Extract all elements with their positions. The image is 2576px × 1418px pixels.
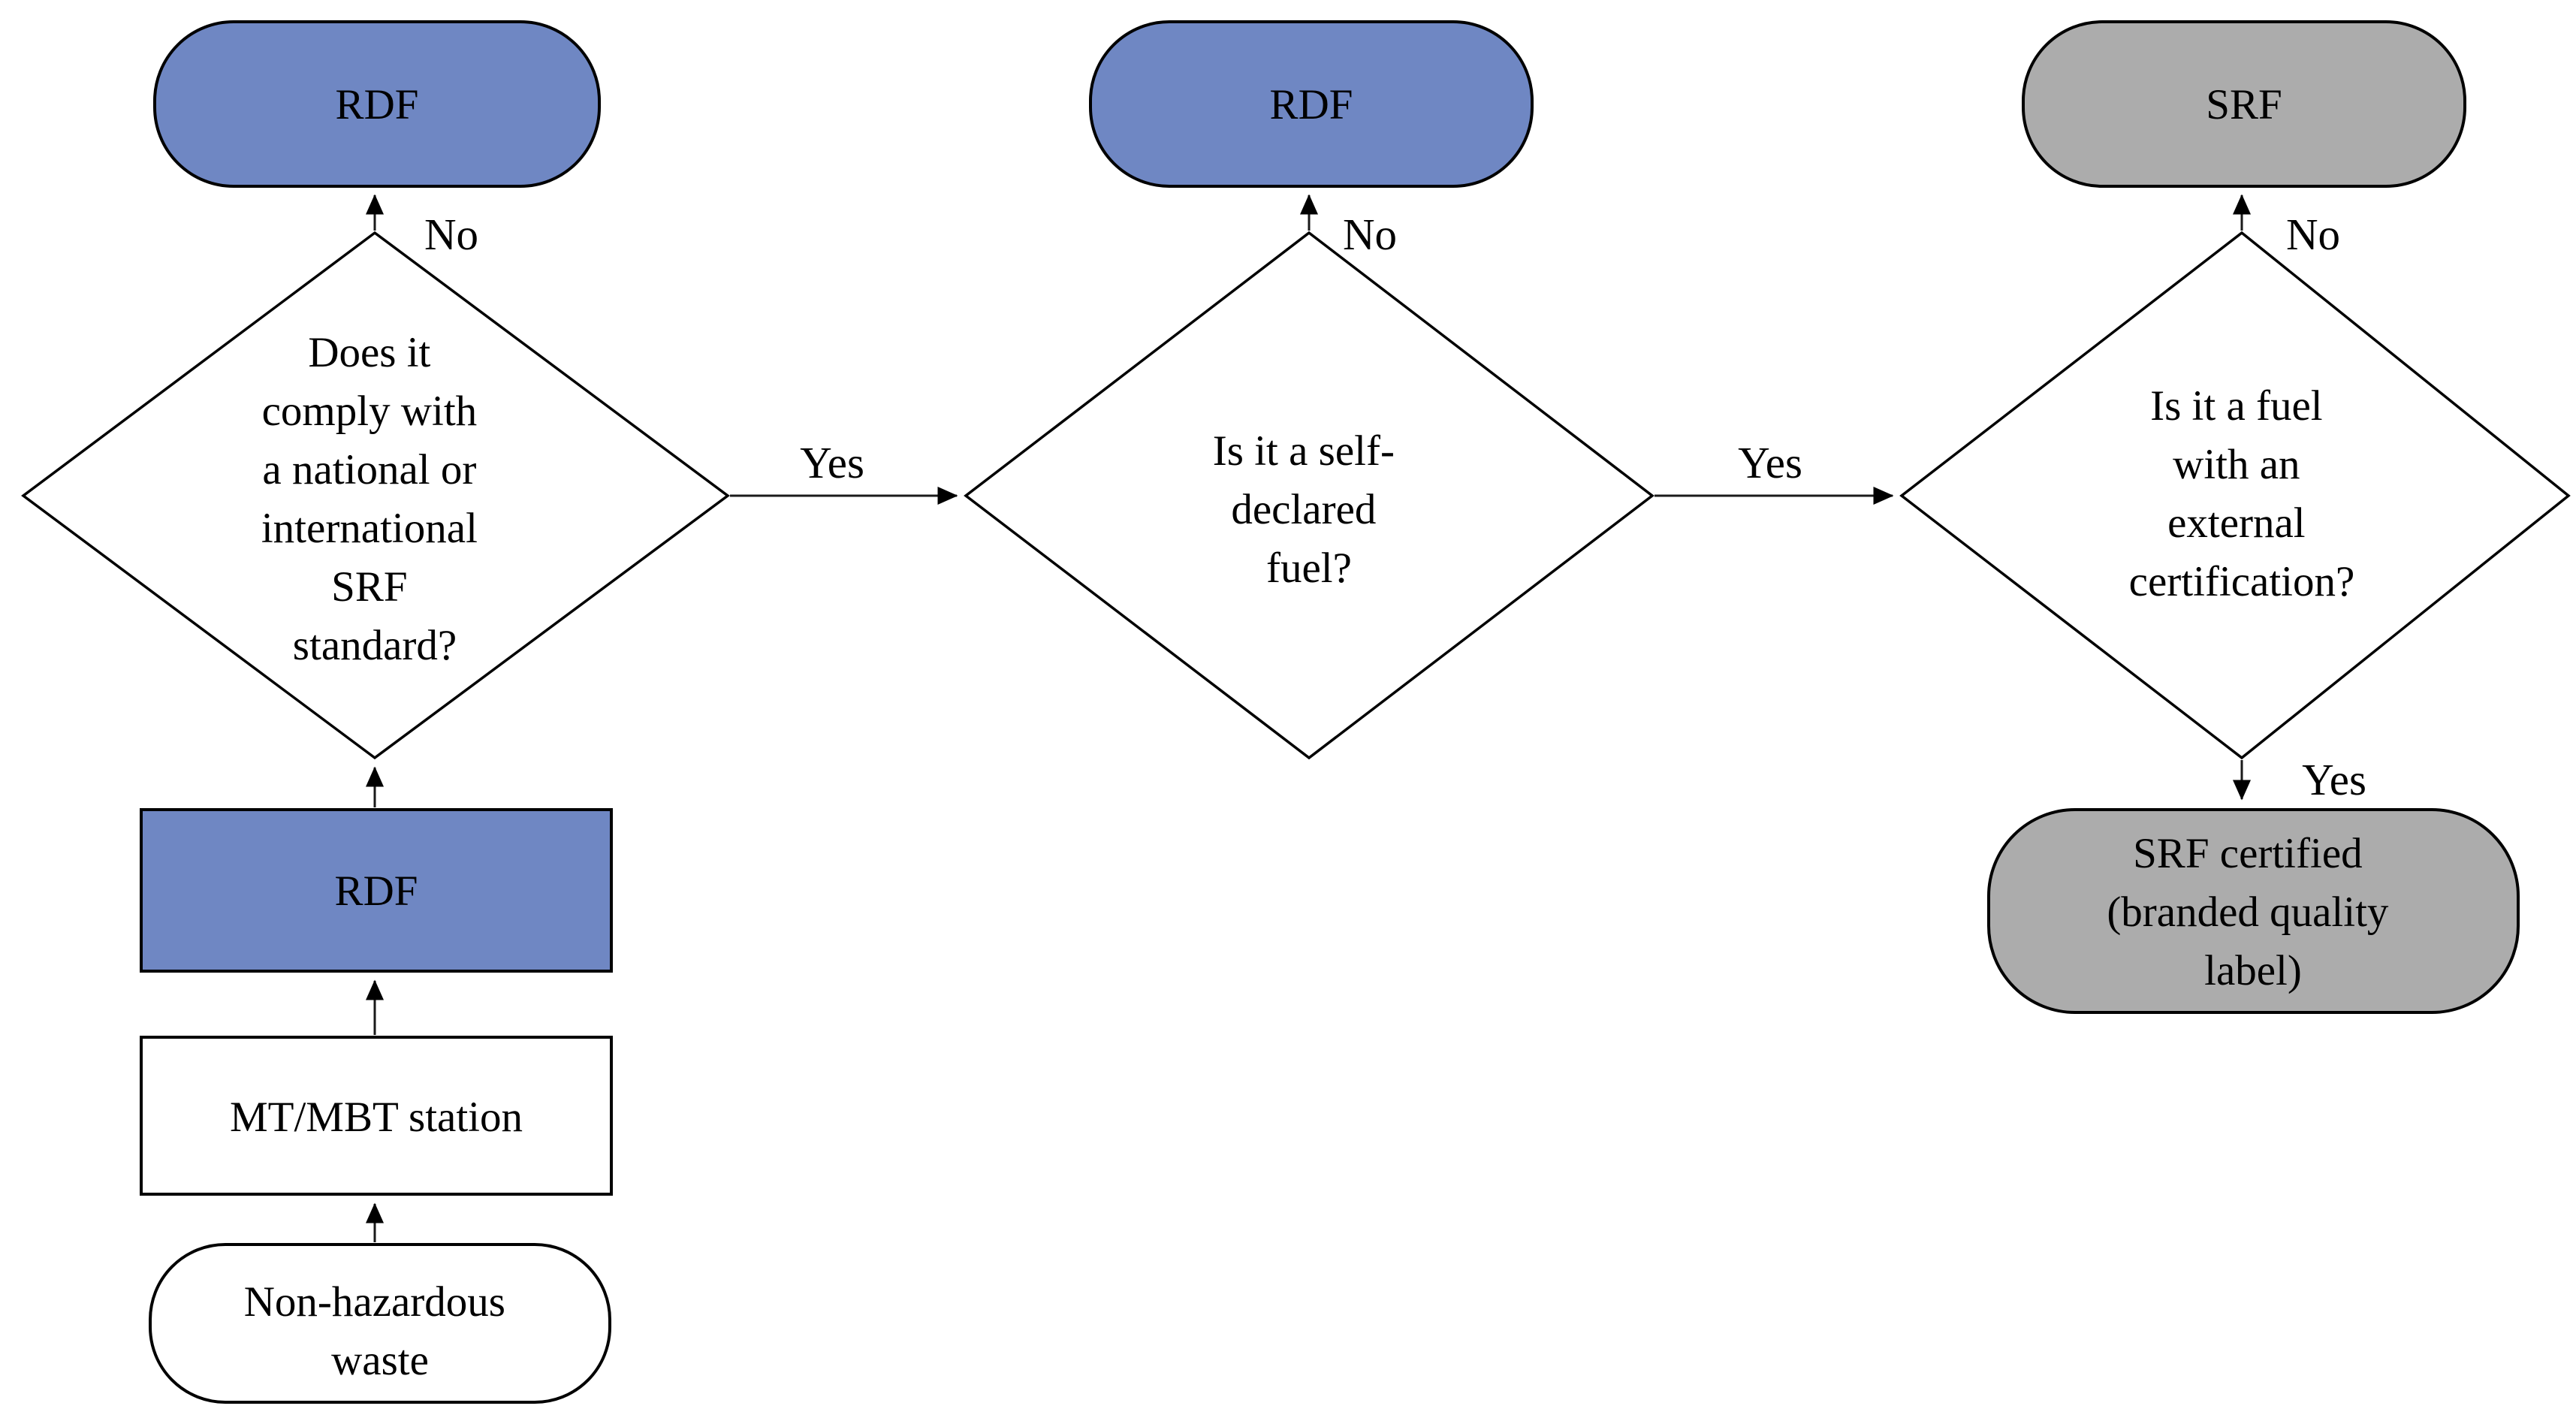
decision-certification-label: Is it a fuel with an external certificat… <box>2129 382 2355 605</box>
decision-certification-line-2: with an <box>2173 441 2300 488</box>
non-hazardous-line-1: Non-hazardous <box>244 1278 505 1326</box>
decision-standard-line-1: Does it <box>308 329 430 376</box>
decision-self-declared-line-1: Is it a self- <box>1213 427 1395 475</box>
terminator-srf-label: SRF <box>2206 81 2282 128</box>
edge-label-yes-certification: Yes <box>2302 755 2366 804</box>
decision-standard-shape <box>21 231 730 760</box>
terminator-rdf-left-label: RDF <box>336 81 419 128</box>
terminator-non-hazardous-waste-shape <box>149 1243 611 1404</box>
decision-certification-shape <box>1899 231 2571 760</box>
process-mt-mbt-station-label: MT/MBT station <box>230 1094 523 1141</box>
decision-certification-line-1: Is it a fuel <box>2150 382 2323 430</box>
terminator-rdf-left: RDF <box>153 20 601 188</box>
decision-certification: Is it a fuel with an external certificat… <box>1899 231 2571 760</box>
non-hazardous-line-2: waste <box>331 1337 429 1384</box>
process-rdf-label: RDF <box>335 867 418 915</box>
terminator-rdf-mid: RDF <box>1089 20 1534 188</box>
srf-certified-line-1: SRF certified <box>2133 830 2363 877</box>
edge-label-yes-self-declared: Yes <box>1738 438 1802 487</box>
srf-certified-line-3: label) <box>2204 947 2302 994</box>
terminator-non-hazardous-waste-label: Non-hazardous waste <box>244 1278 516 1384</box>
decision-standard-line-4: international <box>261 505 478 552</box>
decision-self-declared-line-3: fuel? <box>1266 545 1352 592</box>
decision-self-declared-line-2: declared <box>1231 486 1376 533</box>
edge-label-yes-standard: Yes <box>800 438 864 487</box>
terminator-srf-certified: SRF certified (branded quality label) <box>1987 808 2520 1014</box>
decision-self-declared: Is it a self- declared fuel? <box>964 231 1654 760</box>
terminator-srf-shape <box>2022 20 2466 188</box>
decision-standard-label: Does it comply with a national or intern… <box>261 329 488 669</box>
decision-self-declared-shape <box>964 231 1654 760</box>
decision-standard-line-3: a national or <box>262 446 476 493</box>
decision-certification-line-3: external <box>2167 499 2306 547</box>
decision-certification-line-4: certification? <box>2129 558 2355 605</box>
process-mt-mbt-station: MT/MBT station <box>140 1036 613 1196</box>
srf-certified-line-2: (branded quality <box>2107 889 2389 936</box>
edge-label-no-self-declared: No <box>1343 210 1397 259</box>
process-rdf: RDF <box>140 808 613 973</box>
decision-standard-line-2: comply with <box>262 388 478 435</box>
terminator-srf-certified-shape <box>1987 808 2520 1014</box>
terminator-non-hazardous-waste: Non-hazardous waste <box>149 1243 611 1404</box>
decision-standard-line-5: SRF <box>331 563 407 611</box>
terminator-srf-certified-label: SRF certified (branded quality label) <box>2107 830 2399 994</box>
process-mt-mbt-station-shape <box>140 1036 613 1196</box>
terminator-rdf-mid-shape <box>1089 20 1534 188</box>
terminator-rdf-mid-label: RDF <box>1270 81 1353 128</box>
edge-label-no-certification: No <box>2286 210 2340 259</box>
decision-standard: Does it comply with a national or intern… <box>21 231 730 760</box>
decision-standard-line-6: standard? <box>293 622 457 669</box>
process-rdf-shape <box>140 808 613 973</box>
terminator-rdf-left-shape <box>153 20 601 188</box>
terminator-srf: SRF <box>2022 20 2466 188</box>
edge-label-no-standard: No <box>424 210 478 259</box>
decision-self-declared-label: Is it a self- declared fuel? <box>1213 427 1405 592</box>
